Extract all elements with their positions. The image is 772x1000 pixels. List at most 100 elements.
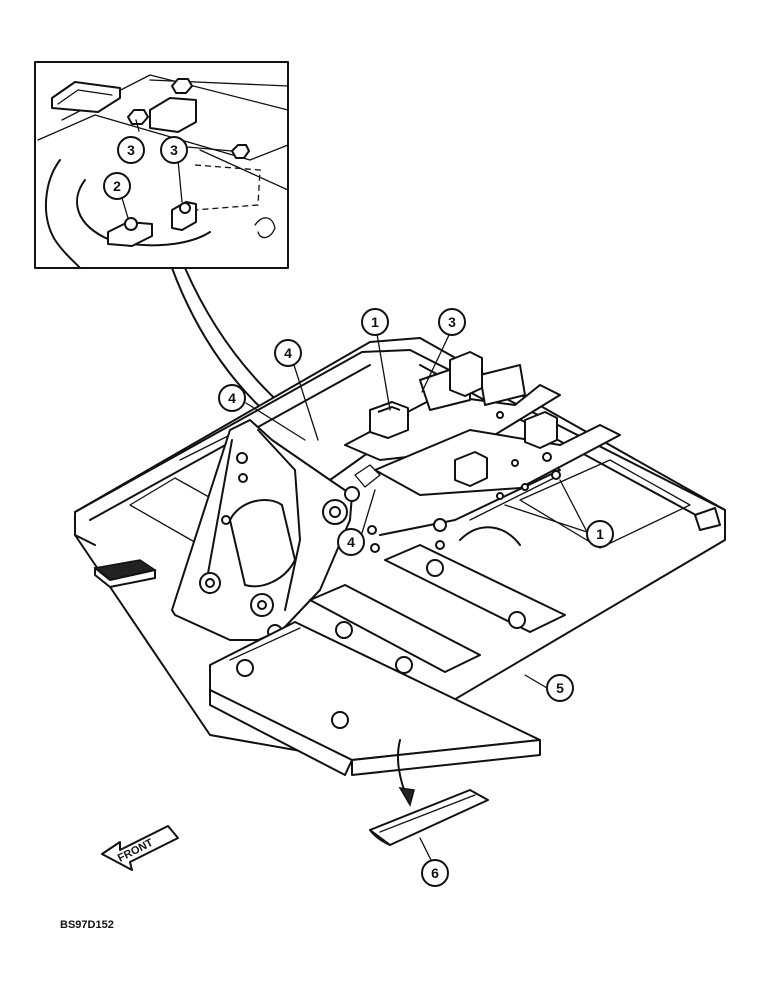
- bracket-main-c: [524, 411, 558, 449]
- leader-4-left: [245, 402, 306, 441]
- frame-pocket-right: [519, 459, 691, 549]
- cross-tube-curve: [459, 526, 521, 546]
- bumper-edge: [229, 627, 301, 661]
- callout-1-top-label: 1: [371, 314, 379, 330]
- callout-2-label: 2: [113, 178, 121, 194]
- tube-hole-d: [395, 656, 413, 674]
- frame-rail-left-top: [74, 349, 411, 513]
- inset-dashed-outline: [194, 164, 261, 211]
- inset-nut-b: [171, 78, 193, 94]
- callout-1-right: 1: [586, 520, 614, 548]
- inset-bolt-a: [124, 217, 138, 231]
- front-arrow-icon: [101, 825, 179, 871]
- leader-6: [419, 837, 433, 863]
- bolt-c: [221, 515, 231, 525]
- item-6-arrow-head: [398, 787, 415, 807]
- front-direction-indicator: FRONT: [101, 825, 179, 871]
- callout-6: 6: [421, 859, 449, 887]
- bracket-main-d: [454, 451, 488, 487]
- tube-hole-b: [508, 611, 526, 629]
- bumper-hole-b: [331, 711, 349, 729]
- center-bolt-b: [370, 543, 380, 553]
- callout-4-left-label: 4: [228, 390, 236, 406]
- leader-3b-2: [177, 159, 183, 203]
- callout-2: 2: [103, 172, 131, 200]
- detail-inset: 3 3 2: [34, 61, 289, 269]
- callout-1-top: 1: [361, 308, 389, 336]
- cross-tube-front-b: [309, 584, 481, 673]
- pivot-hole-d: [344, 486, 360, 502]
- callout-4-left: 4: [218, 384, 246, 412]
- boom-mount-edge-b: [257, 429, 301, 611]
- item-6-trim: [369, 789, 489, 846]
- upper-rail-b: [374, 424, 621, 496]
- callout-3-a-label: 3: [127, 142, 135, 158]
- rail-bolt-f: [521, 483, 529, 491]
- bolt-b: [238, 473, 248, 483]
- leader-3-top: [421, 334, 450, 393]
- rail-bolt-b: [542, 452, 552, 462]
- item-6-trim-edge: [379, 794, 476, 833]
- center-bolt-d: [435, 540, 445, 550]
- callout-3-top: 3: [438, 308, 466, 336]
- bolt-a: [236, 452, 248, 464]
- pivot-hole-c-inner: [329, 506, 341, 518]
- callout-5-label: 5: [556, 680, 564, 696]
- callout-4-bottom: 4: [337, 528, 365, 556]
- leader-3a: [135, 119, 140, 132]
- leader-4-bottom: [361, 489, 376, 534]
- inset-bolt-b: [179, 202, 191, 214]
- rail-bolt-d: [511, 459, 519, 467]
- front-bumper-side: [209, 689, 353, 776]
- callout-4-top: 4: [274, 339, 302, 367]
- callout-3-b: 3: [160, 136, 188, 164]
- inset-nut-a: [127, 109, 149, 125]
- tube-hole-a: [426, 559, 444, 577]
- rail-bolt-e: [496, 492, 504, 500]
- rail-bolt-a: [496, 411, 504, 419]
- inset-nut-c: [231, 144, 250, 159]
- item-6-trim-curl: [369, 829, 391, 846]
- frame-cross-b: [469, 474, 561, 521]
- inset-curve-left: [44, 159, 81, 269]
- frame-end-cap: [694, 507, 721, 531]
- leader-1-top: [376, 333, 391, 411]
- leader-4-top: [293, 364, 319, 441]
- boom-mount-edge-a: [204, 439, 233, 591]
- pivot-hole-b-inner: [257, 600, 267, 610]
- bracket-main-b: [449, 351, 483, 397]
- center-bolt-c: [433, 518, 447, 532]
- main-frame: [74, 337, 726, 776]
- callout-3-a: 3: [117, 136, 145, 164]
- leader-2: [121, 197, 129, 219]
- inset-bracket-edge: [57, 89, 113, 105]
- rail-plate-a: [479, 364, 526, 406]
- center-bolt-a: [367, 525, 377, 535]
- callout-1-right-label: 1: [596, 526, 604, 542]
- frame-left-end: [74, 534, 96, 546]
- bracket-main-a-top: [377, 406, 401, 413]
- callout-4-top-label: 4: [284, 345, 292, 361]
- step-pad-side: [94, 567, 156, 588]
- boom-mount-window: [229, 499, 296, 588]
- inset-hook: [254, 217, 276, 239]
- inset-bracket-right: [149, 97, 197, 133]
- pivot-hole-a-inner: [205, 578, 215, 588]
- tube-hole-c: [335, 621, 353, 639]
- leader-5: [524, 674, 548, 689]
- callout-3-top-label: 3: [448, 314, 456, 330]
- leader-1-right-b: [504, 504, 588, 533]
- callout-3-b-label: 3: [170, 142, 178, 158]
- rail-bolt-c: [551, 470, 561, 480]
- bumper-hole-a: [236, 659, 254, 677]
- callout-4-bottom-label: 4: [347, 534, 355, 550]
- inset-beam: [199, 149, 289, 191]
- leader-1-right-a: [559, 479, 588, 533]
- drawing-code: BS97D152: [60, 919, 114, 931]
- center-slot-a: [354, 464, 381, 488]
- inset-bracket-left: [51, 81, 121, 113]
- leader-3b-1: [186, 146, 233, 152]
- callout-5: 5: [546, 674, 574, 702]
- callout-6-label: 6: [431, 865, 439, 881]
